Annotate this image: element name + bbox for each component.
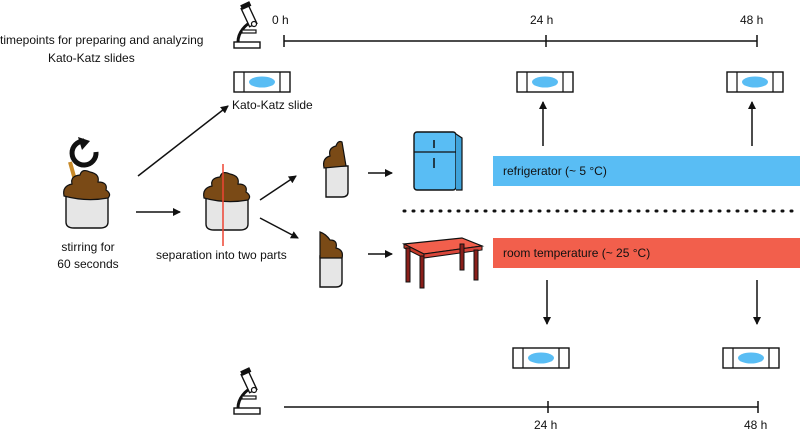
stool-cup-icon — [323, 140, 349, 198]
slide-icon — [512, 347, 570, 369]
rotate-arrow-icon — [69, 137, 99, 168]
bottom-tick-48h: 48 h — [744, 418, 768, 432]
refrigerator-bar: refrigerator (~ 5 °C) — [493, 156, 800, 186]
top-tick-48h: 48 h — [740, 13, 764, 27]
stool-cup-icon — [319, 231, 343, 288]
separation-label: separation into two parts — [156, 248, 287, 262]
table-icon — [401, 237, 485, 289]
stool-cup-icon — [202, 171, 251, 231]
slide-icon — [726, 71, 784, 93]
microscope-icon — [232, 0, 262, 50]
room-temperature-label: room temperature (~ 25 °C) — [503, 246, 651, 260]
room-temperature-bar: room temperature (~ 25 °C) — [493, 238, 800, 268]
kato-katz-slide-label: Kato-Katz slide — [232, 98, 313, 112]
bottom-tick-24h: 24 h — [534, 418, 558, 432]
stirring-label-line2: 60 seconds — [57, 257, 119, 271]
stirring-label-line1: stirring for — [61, 240, 115, 254]
slide-icon — [722, 347, 780, 369]
timeline-caption-line2: Kato-Katz slides — [48, 51, 135, 65]
top-tick-24h: 24 h — [530, 13, 554, 27]
slide-icon — [516, 71, 574, 93]
fridge-icon — [413, 131, 463, 191]
slide-icon — [233, 71, 291, 93]
microscope-icon — [232, 365, 262, 416]
refrigerator-label: refrigerator (~ 5 °C) — [503, 164, 607, 178]
top-tick-0h: 0 h — [272, 13, 289, 27]
timeline-caption-line1: timepoints for preparing and analyzing — [0, 33, 204, 47]
stool-cup-icon — [62, 169, 111, 229]
